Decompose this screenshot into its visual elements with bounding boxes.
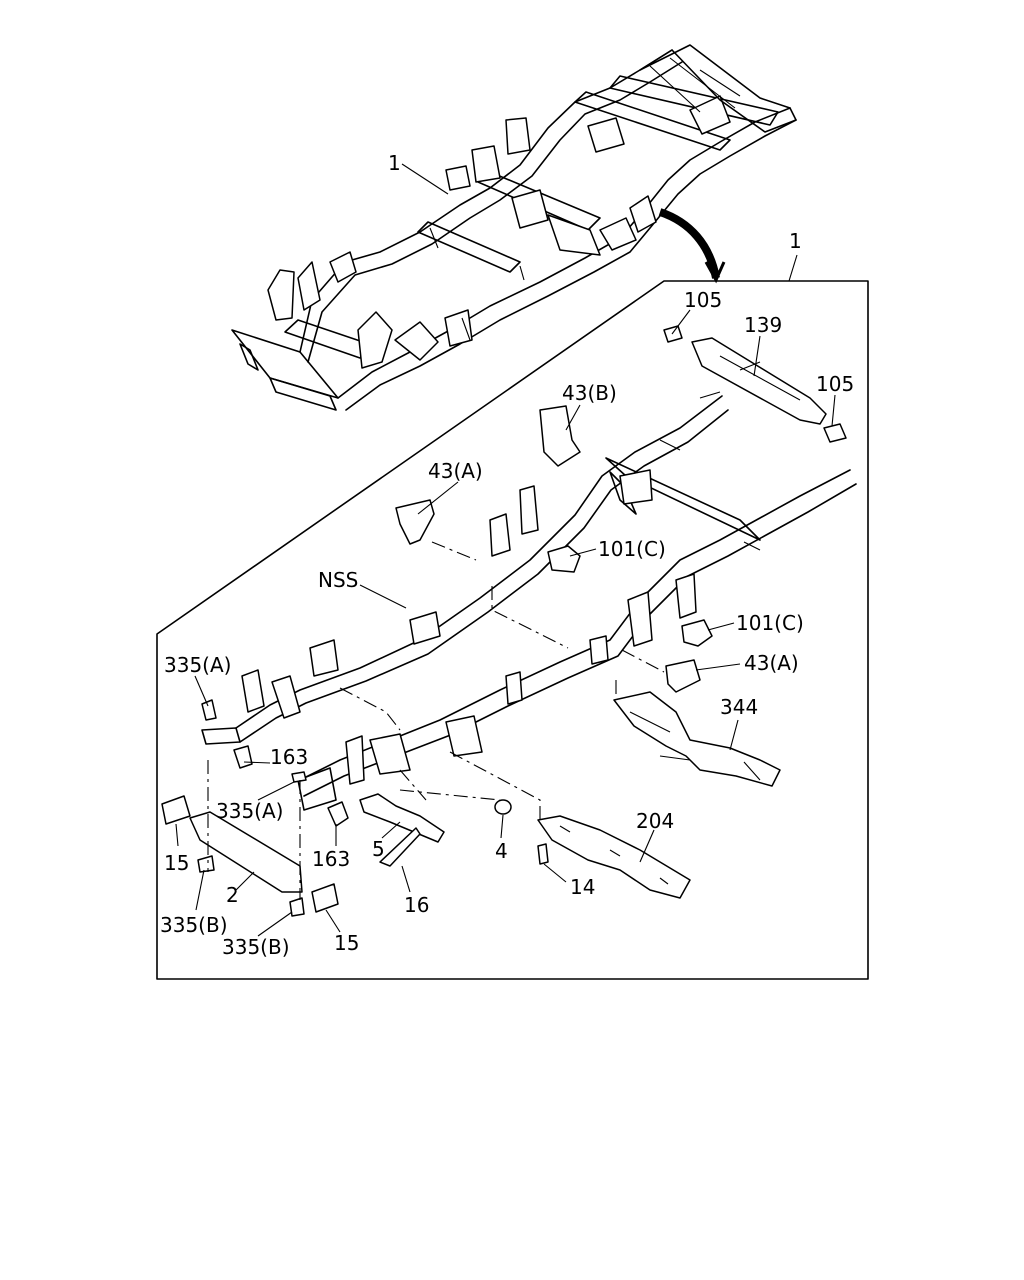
callout-1-box: 1: [789, 229, 802, 253]
part-105-right: [823, 423, 847, 443]
part-43a-upper: [395, 499, 435, 545]
callout-139: 139: [744, 313, 782, 337]
callout-5: 5: [372, 837, 385, 861]
callout-163-lower: 163: [312, 847, 350, 871]
part-14: [537, 843, 549, 865]
callout-nss: NSS: [318, 568, 358, 592]
callout-335a-upper: 335(A): [164, 653, 231, 677]
part-105-left: [663, 325, 683, 343]
callout-335a-lower: 335(A): [216, 799, 283, 823]
callout-43a-lower: 43(A): [744, 651, 799, 675]
part-43b: [539, 405, 581, 467]
callout-43a-upper: 43(A): [428, 459, 483, 483]
part-2: [189, 811, 303, 893]
callout-labels: 1 1 105 139 105 43(B) 43(A) 101(C) NSS 1…: [160, 151, 854, 959]
part-15-left: [161, 795, 191, 825]
callout-15-left: 15: [164, 851, 189, 875]
leader-1-box: [788, 254, 798, 282]
callout-101c-lower: 101(C): [736, 611, 804, 635]
exploded-frame-illustration: [161, 325, 857, 917]
part-204: [537, 815, 691, 899]
callout-43b: 43(B): [562, 381, 617, 405]
leader-lines: [175, 309, 836, 937]
part-163-lower: [327, 801, 349, 827]
part-101c-lower: [681, 619, 713, 647]
part-5: [359, 793, 445, 843]
callout-2: 2: [226, 883, 239, 907]
assembled-frame-illustration: [231, 44, 797, 411]
callout-204: 204: [636, 809, 674, 833]
part-335b-left: [197, 855, 215, 873]
callout-105-left: 105: [684, 288, 722, 312]
part-4: [494, 799, 512, 815]
callout-105-right: 105: [816, 372, 854, 396]
part-344: [613, 691, 781, 787]
callout-335b-right: 335(B): [222, 935, 290, 959]
leader-1-top: [401, 163, 449, 195]
callout-15-right: 15: [334, 931, 359, 955]
callout-16: 16: [404, 893, 429, 917]
part-16: [379, 827, 421, 867]
part-101c-upper: [547, 545, 581, 573]
callout-1-top: 1: [388, 151, 401, 175]
callout-344: 344: [720, 695, 758, 719]
callout-4: 4: [495, 839, 508, 863]
callout-101c-upper: 101(C): [598, 537, 666, 561]
callout-335b-left: 335(B): [160, 913, 228, 937]
callout-14: 14: [570, 875, 595, 899]
part-163-upper: [233, 745, 253, 769]
part-335a-lower: [291, 771, 307, 783]
part-43a-lower: [665, 659, 701, 693]
callout-163-upper: 163: [270, 745, 308, 769]
part-15-right: [311, 883, 339, 913]
exploded-view-frame: [156, 280, 869, 980]
part-335b-right: [289, 897, 305, 917]
part-335a-upper: [201, 699, 217, 721]
part-139: [691, 337, 827, 425]
